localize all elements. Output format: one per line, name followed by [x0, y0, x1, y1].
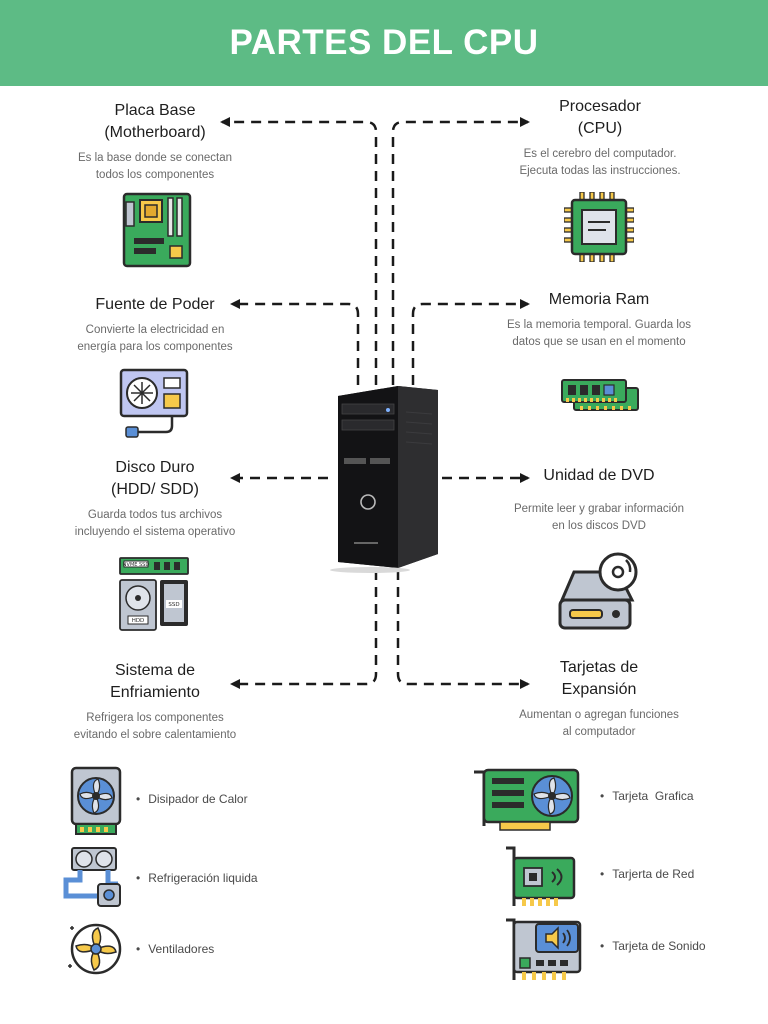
node-hard-drive: Disco Duro (HDD/ SDD) Guarda todos tus a…: [60, 457, 250, 541]
expansion-description: Aumentan o agregan funciones al computad…: [519, 709, 679, 738]
node-power-supply: Fuente de Poder Convierte la electricida…: [60, 294, 250, 356]
sound-card-icon: [506, 918, 582, 980]
motherboard-icon: [122, 192, 192, 268]
node-processor: Procesador (CPU) Es el cerebro del compu…: [500, 96, 700, 180]
connector-cooling: [230, 570, 378, 689]
expansion-item-sound: • Tarjeta de Sonido: [600, 939, 706, 953]
connector-power-supply: [230, 299, 360, 385]
processor-title: Procesador (CPU): [559, 98, 641, 137]
heatsink-fan-icon: [70, 766, 122, 835]
cooling-item-liquid: • Refrigeración liquida: [136, 871, 258, 885]
dvd-drive-icon: [558, 552, 638, 630]
ram-description: Es la memoria temporal. Guarda los datos…: [506, 319, 692, 348]
fan-icon: [68, 923, 122, 975]
power-supply-description: Convierte la electricidad en energía par…: [77, 324, 233, 353]
page-title: PARTES DEL CPU: [229, 23, 539, 62]
expansion-item-graphics: • Tarjeta Grafica: [600, 789, 694, 803]
node-motherboard: Placa Base (Motherboard) Es la base dond…: [60, 100, 250, 184]
expansion-item-network: • Tarjerta de Red: [600, 867, 695, 881]
power-supply-title: Fuente de Poder: [95, 296, 215, 313]
processor-description: Es el cerebro del computador. Ejecuta to…: [519, 148, 681, 177]
svg-text:SSD: SSD: [168, 602, 179, 608]
graphics-card-icon: [474, 768, 580, 831]
ram-title: Memoria Ram: [548, 291, 650, 308]
hard-drive-title: Disco Duro (HDD/ SDD): [111, 459, 199, 498]
node-expansion: Tarjetas de Expansión Aumentan o agregan…: [496, 657, 702, 741]
node-ram: Memoria Ram Es la memoria temporal. Guar…: [496, 289, 702, 351]
dvd-title: Unidad de DVD: [543, 467, 655, 484]
liquid-cooling-icon: [63, 847, 121, 907]
network-card-icon: [506, 846, 576, 906]
ram-module-icon: [561, 379, 639, 411]
node-dvd: Unidad de DVD Permite leer y grabar info…: [496, 465, 702, 535]
hard-drive-description: Guarda todos tus archivos incluyendo el …: [74, 509, 236, 538]
cooling-title: Sistema de Enfriamiento: [110, 662, 200, 701]
motherboard-description: Es la base donde se conectan todos los c…: [77, 152, 233, 181]
computer-tower-icon: [330, 386, 438, 573]
cooling-description: Refrigera los componentes evitando el so…: [73, 712, 237, 741]
power-supply-icon: [119, 368, 189, 438]
cooling-item-heatsink: • Disipador de Calor: [136, 792, 248, 806]
motherboard-title: Placa Base (Motherboard): [104, 102, 206, 141]
dvd-description: Permite leer y grabar información en los…: [513, 503, 684, 532]
svg-text:HDD: HDD: [132, 618, 145, 624]
expansion-title: Tarjetas de Expansión: [559, 659, 639, 698]
header-banner: PARTES DEL CPU: [0, 0, 768, 86]
cpu-chip-icon: [564, 192, 634, 262]
node-cooling: Sistema de Enfriamiento Refrigera los co…: [60, 660, 250, 744]
cooling-item-fans: • Ventiladores: [136, 942, 215, 956]
storage-drives-icon: NVME SSD HDD SSD: [119, 557, 189, 631]
svg-text:NVME SSD: NVME SSD: [123, 562, 150, 568]
